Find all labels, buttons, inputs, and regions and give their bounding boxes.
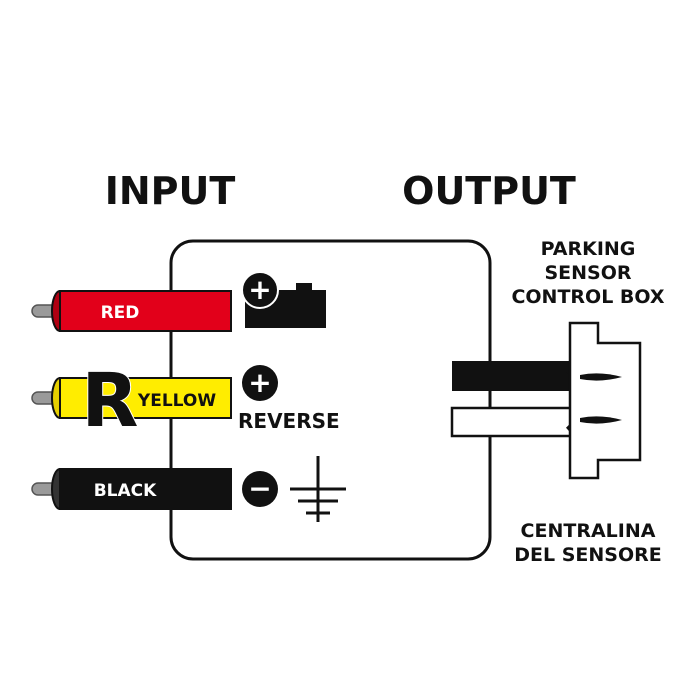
minus-sign: − [248,472,271,505]
connector-housing [568,321,642,480]
reverse-positive-symbol: + REVERSE [238,365,340,433]
black-wire: BLACK [31,468,232,510]
output-connector [450,321,642,480]
output-black-cable [452,361,580,391]
control-box-label-line-3: CONTROL BOX [511,286,664,308]
control-box-label-line-1: PARKING [541,238,636,260]
yellow-wire-label: YELLOW [137,391,216,411]
reverse-label: REVERSE [238,409,340,433]
plus-circle-icon-top [241,271,279,309]
plus-sign-top: + [248,273,271,306]
reverse-plus-circle-icon [242,365,278,401]
minus-circle-icon [242,471,278,507]
black-wire-body [59,468,232,510]
ground-negative-symbol: − [242,456,346,522]
red-wire-label: RED [101,303,140,323]
battery-terminal-icon [296,283,312,292]
red-wire: RED [31,290,232,332]
reverse-badge-letter: R [82,358,139,444]
ground-icon [290,456,346,522]
output-white-cable [450,406,582,438]
output-heading: OUTPUT [402,169,576,213]
connector-pin-bottom [580,416,622,424]
red-wire-body [59,290,232,332]
yellow-wire-body [59,377,232,419]
input-heading: INPUT [105,169,236,213]
battery-positive-symbol: + + [241,271,326,328]
black-wire-label: BLACK [94,481,157,501]
control-box-label-line-2: SENSOR [544,262,631,284]
connector-pin-top [580,373,622,381]
centralina-label-line-2: DEL SENSORE [514,544,661,566]
centralina-label-line-1: CENTRALINA [521,520,656,542]
yellow-wire: R YELLOW [31,357,232,445]
reverse-plus-sign: + [248,366,271,399]
